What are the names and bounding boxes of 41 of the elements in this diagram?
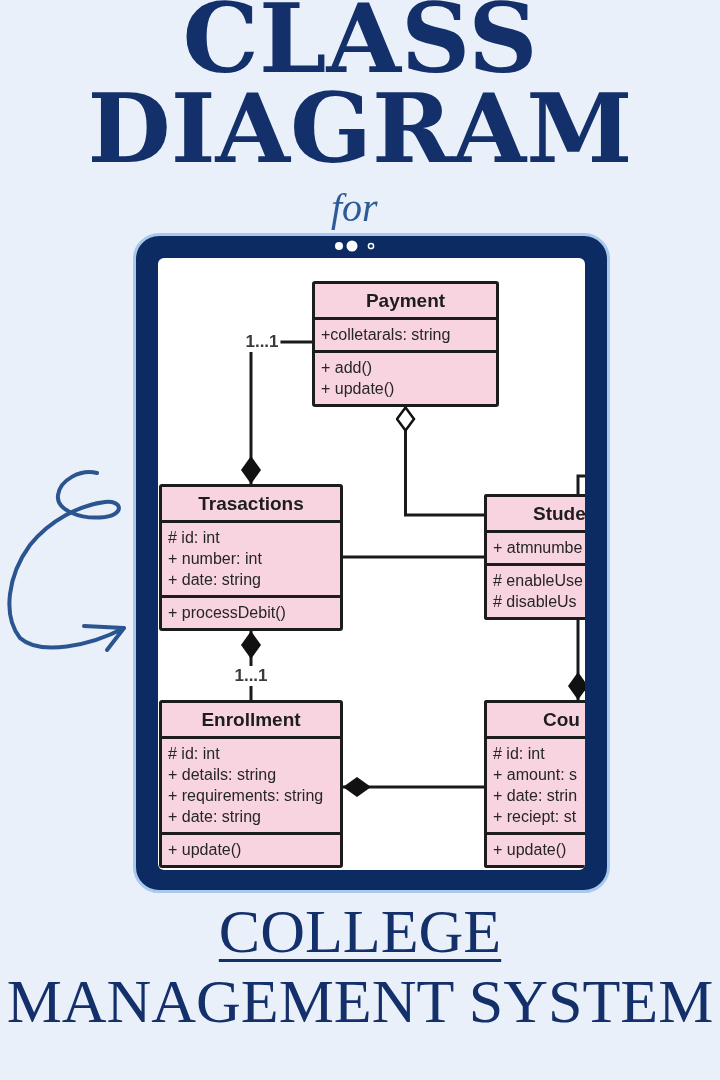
association-line — [576, 474, 585, 494]
method-text: + update() — [321, 379, 395, 399]
class-name: Trasactions — [198, 492, 304, 515]
multiplicity-label: 1...1 — [232, 666, 270, 686]
class-box — [484, 494, 585, 620]
attribute-text: + number: int — [168, 549, 262, 569]
class-box — [159, 484, 343, 631]
attribute-text: + reciept: st — [493, 807, 577, 827]
attribute-text: + requirements: string — [168, 786, 324, 806]
method-text: # disableUs — [493, 592, 577, 612]
composition-line — [343, 777, 484, 797]
class-box — [484, 700, 585, 868]
title: CLASS DIAGRAM — [86, 0, 634, 174]
association-line — [343, 555, 484, 559]
subtitle-text: MANAGEMENT SYSTEM — [6, 966, 714, 1036]
aggregation-line — [395, 406, 484, 517]
method-text: + add() — [321, 358, 373, 378]
class-name: Payment — [365, 289, 446, 312]
attribute-text: + date: string — [168, 570, 261, 590]
method-text: + update() — [493, 840, 567, 860]
class-box — [312, 281, 499, 407]
method-text: + processDebit() — [168, 603, 286, 623]
subtitle-text: COLLEGE — [218, 896, 502, 966]
attribute-text: +colletarals: string — [321, 325, 451, 345]
attribute-text: # id: int — [493, 744, 545, 764]
multiplicity-label: 1...1 — [243, 332, 281, 352]
attribute-text: # id: int — [168, 744, 220, 764]
composition-line — [568, 620, 585, 700]
attribute-text: + atmnumbe — [493, 538, 583, 558]
method-text: # enableUse — [493, 571, 583, 591]
subtitle-word: for — [331, 186, 378, 230]
class-box — [159, 700, 343, 868]
attribute-text: + details: string — [168, 765, 277, 785]
class-name: Cou — [543, 708, 580, 731]
class-name: Stude — [533, 502, 585, 525]
class-name: Enrollment — [201, 708, 301, 731]
method-text: + update() — [168, 840, 242, 860]
attribute-text: + date: strin — [493, 786, 578, 806]
attribute-text: + amount: s — [493, 765, 578, 785]
attribute-text: + date: string — [168, 807, 261, 827]
attribute-text: # id: int — [168, 528, 220, 548]
